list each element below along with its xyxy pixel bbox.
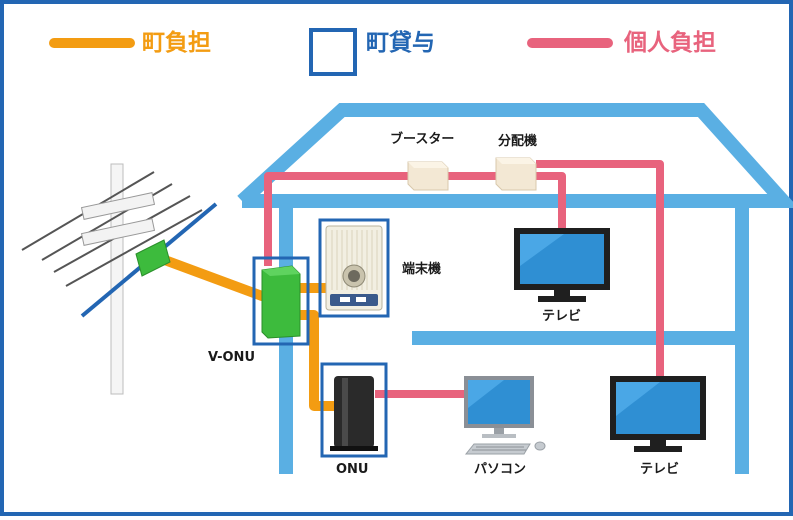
legend-town-cost-label: 町負担	[142, 30, 211, 56]
booster-box	[407, 161, 449, 191]
legend-swatch-town-lease	[309, 28, 357, 76]
tv-upper-label: テレビ	[542, 309, 582, 324]
network-diagram	[21, 28, 793, 474]
v-onu-label: V-ONU	[208, 350, 255, 365]
legend-town-lease-label: 町貸与	[366, 30, 435, 56]
personal-cost-cable	[264, 160, 664, 398]
v-onu-device	[261, 265, 301, 339]
house	[237, 103, 793, 474]
antenna-splitter	[135, 239, 171, 277]
pc-label: パソコン	[474, 462, 527, 477]
v-onu-lease-box	[252, 256, 310, 346]
tv-icon-lower	[610, 376, 706, 452]
house-roof	[237, 103, 793, 208]
terminal-speaker-icon	[325, 225, 383, 311]
tv-icon	[514, 228, 610, 302]
terminal-lease-box	[318, 218, 390, 318]
onu-router-icon	[330, 376, 378, 451]
legend-personal-cost-label: 個人負担	[624, 30, 716, 56]
tv-lower-label: テレビ	[640, 462, 680, 477]
desktop-pc-icon	[464, 376, 546, 455]
onu-lease-box	[320, 362, 388, 458]
antenna-icon	[21, 163, 218, 395]
splitter-label: 分配機	[498, 134, 538, 149]
onu-label: ONU	[336, 462, 369, 477]
splitter-box	[495, 157, 537, 191]
terminal-label: 端末機	[402, 262, 442, 277]
booster-label: ブースター	[390, 132, 455, 147]
